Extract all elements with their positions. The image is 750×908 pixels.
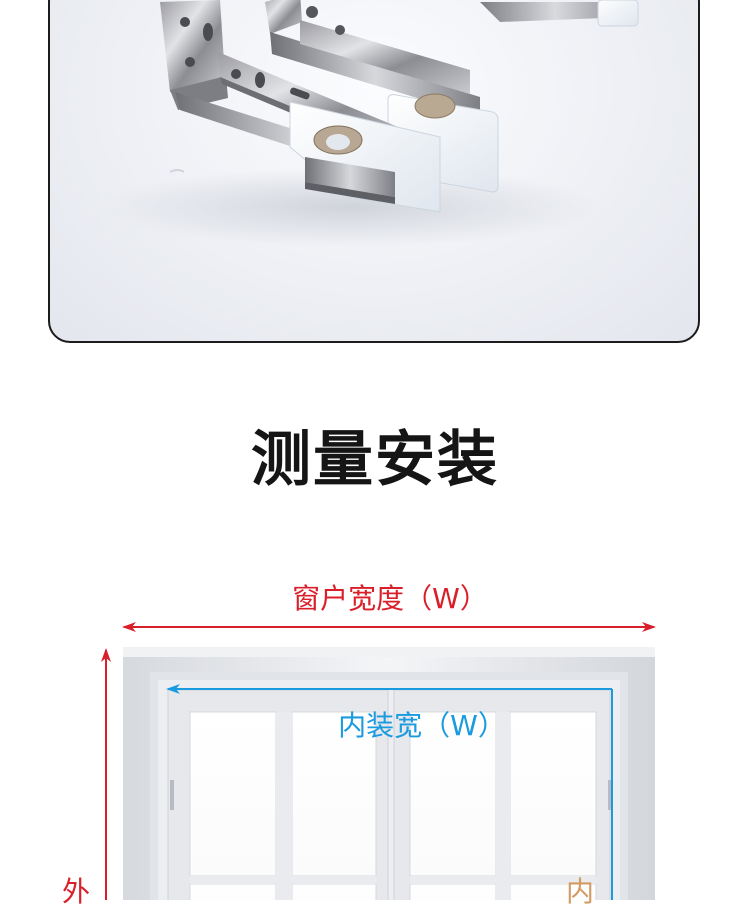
- measurement-diagram: [101, 622, 656, 900]
- product-photo: [48, 0, 700, 343]
- inner-width-label: 内装宽（W）: [338, 709, 506, 742]
- bracket-photo: [100, 0, 639, 247]
- window-frame: [123, 647, 655, 900]
- outer-height-label: 外: [62, 875, 91, 908]
- window-width-label: 窗户宽度（W）: [292, 582, 488, 615]
- inner-height-label: 内: [566, 875, 595, 908]
- section-title: 测量安装: [251, 425, 499, 495]
